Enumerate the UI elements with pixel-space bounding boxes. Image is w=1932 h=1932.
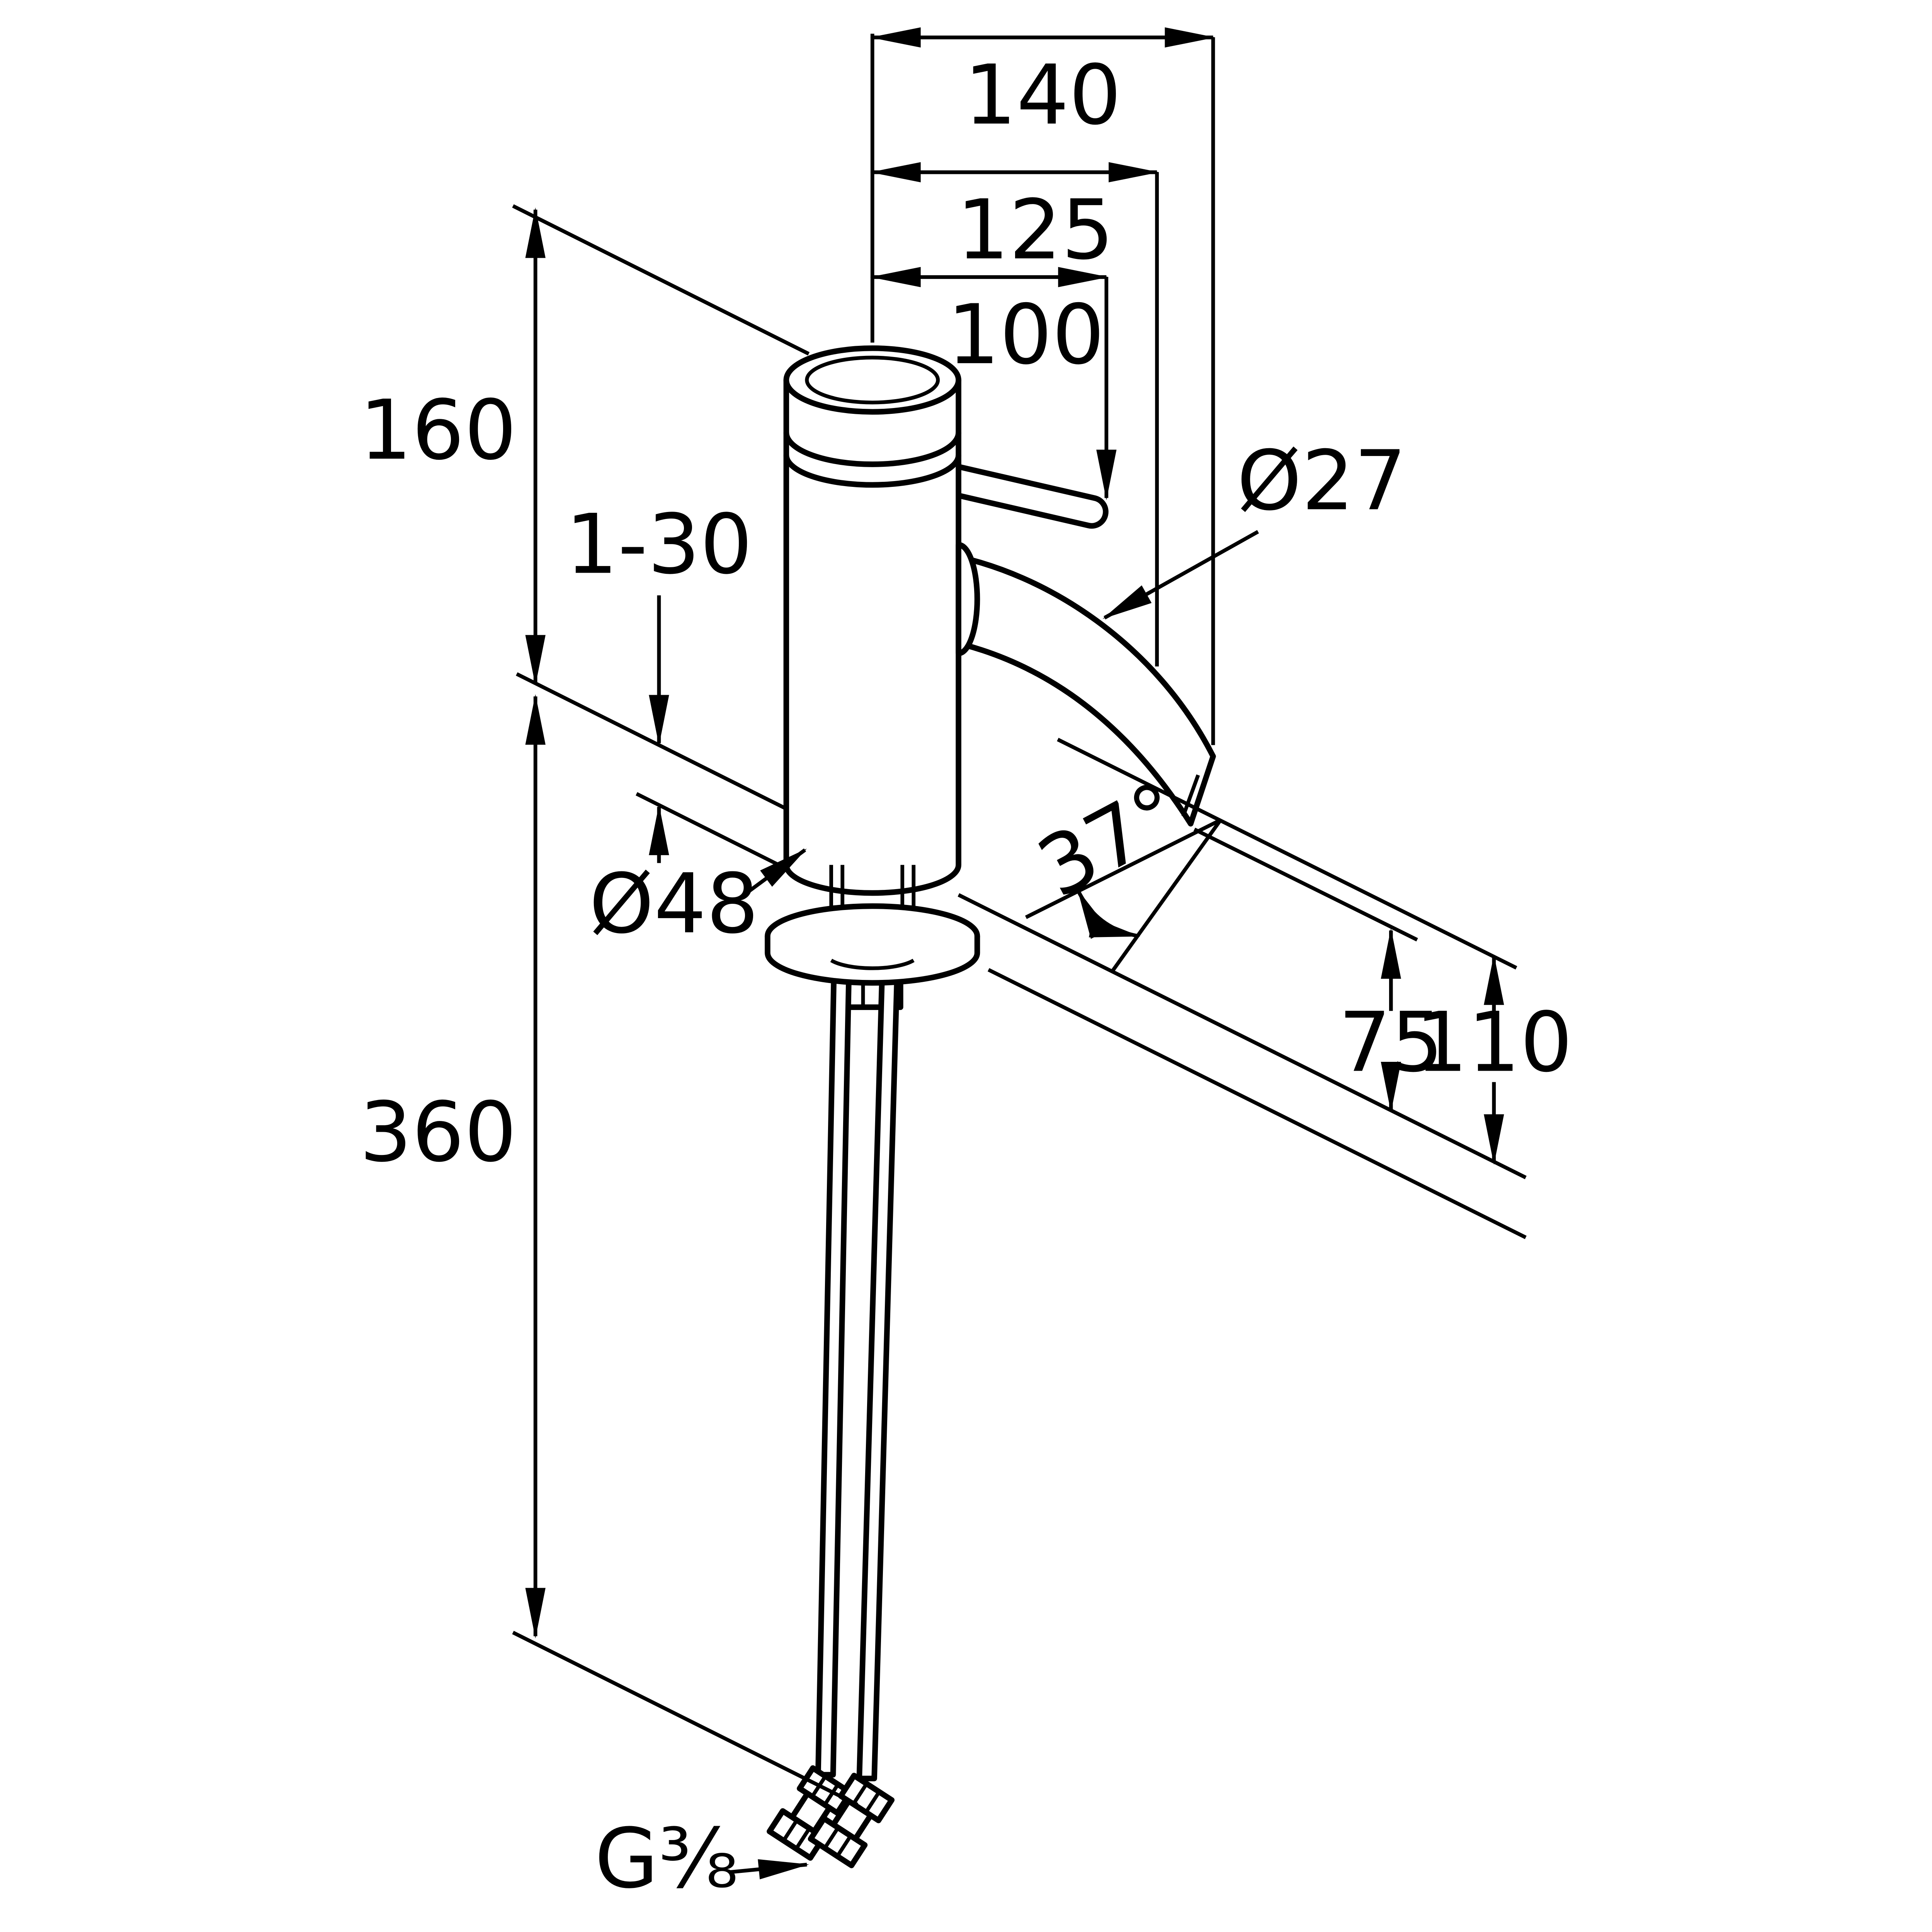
ext-line-hose-bottom [512,1631,859,1806]
horseshoe-washer [765,903,980,986]
spout-outlet-rim [1181,774,1200,817]
dim-label-140: 140 [964,48,1121,143]
dim-label-dia27: Ø27 [1237,433,1406,529]
deck-bottom-line-right [987,968,1527,1239]
ext-line-cap-top [512,204,810,356]
ext-line-spout-tip [1057,738,1517,970]
dim-label-deck-range: 1-30 [566,497,753,593]
leader-dia27 [1102,530,1259,620]
spout-outline [942,551,1216,827]
dim-label-thread: G⅜ [595,1811,738,1907]
dim-label-75: 75 [1338,995,1443,1090]
supply-hoses [815,918,901,1781]
spout-escutcheon [956,542,980,656]
leader-dia48 [733,848,807,904]
hose-fitting-right [808,1772,895,1868]
hose-fitting-left [767,1765,854,1861]
leader-thread [730,1859,809,1879]
dimension-annotations [512,27,1517,1879]
cap-groove-1 [783,432,961,467]
cap-groove-2 [783,454,961,488]
deck-top-line-right [957,893,1527,1179]
dim-label-360: 360 [359,1085,517,1180]
deck-surface-lines [516,672,1527,1239]
dim-label-160: 160 [359,383,517,478]
angle-ray-spout [1110,819,1222,973]
dim-label-110: 110 [1415,995,1573,1090]
dim-label-125: 125 [957,182,1114,278]
deck-top-line-left [516,672,787,811]
cap-top-inner [805,355,940,405]
dim-label-100: 100 [947,287,1105,383]
angle-ray-deck [1025,818,1222,919]
ext-line-spout-underside [1193,827,1418,942]
angle-arc [1077,889,1141,939]
mounting-studs [829,865,916,910]
dim-label-dia48: Ø48 [589,856,759,952]
faucet-drawing [765,345,1216,1868]
